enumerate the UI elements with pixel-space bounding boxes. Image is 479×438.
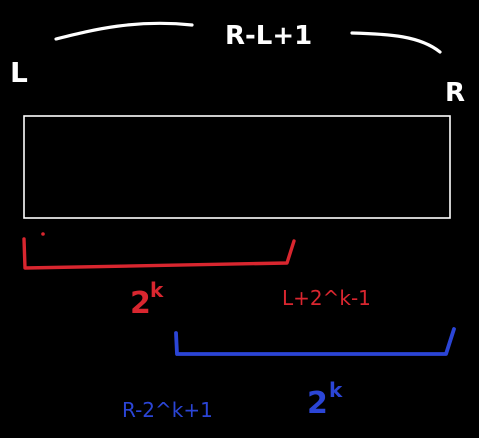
range-arc-right xyxy=(350,31,442,54)
left-block-end-label: L+2^k-1 xyxy=(282,286,371,310)
right-block-bracket xyxy=(174,327,456,356)
left-block-dot xyxy=(41,232,45,236)
left-block-size-base: 2 xyxy=(130,286,151,321)
left-endpoint-label: L xyxy=(10,56,28,89)
right-block-start-label: R-2^k+1 xyxy=(122,398,213,422)
range-arc-left xyxy=(54,21,194,41)
right-block-size-exp: k xyxy=(329,378,343,402)
right-endpoint-label: R xyxy=(445,78,465,108)
range-length-label: R-L+1 xyxy=(225,21,312,51)
array-range-box xyxy=(23,115,451,219)
right-block-size-base: 2 xyxy=(307,386,328,421)
left-block-size-exp: k xyxy=(150,278,164,302)
left-block-bracket xyxy=(22,237,296,270)
